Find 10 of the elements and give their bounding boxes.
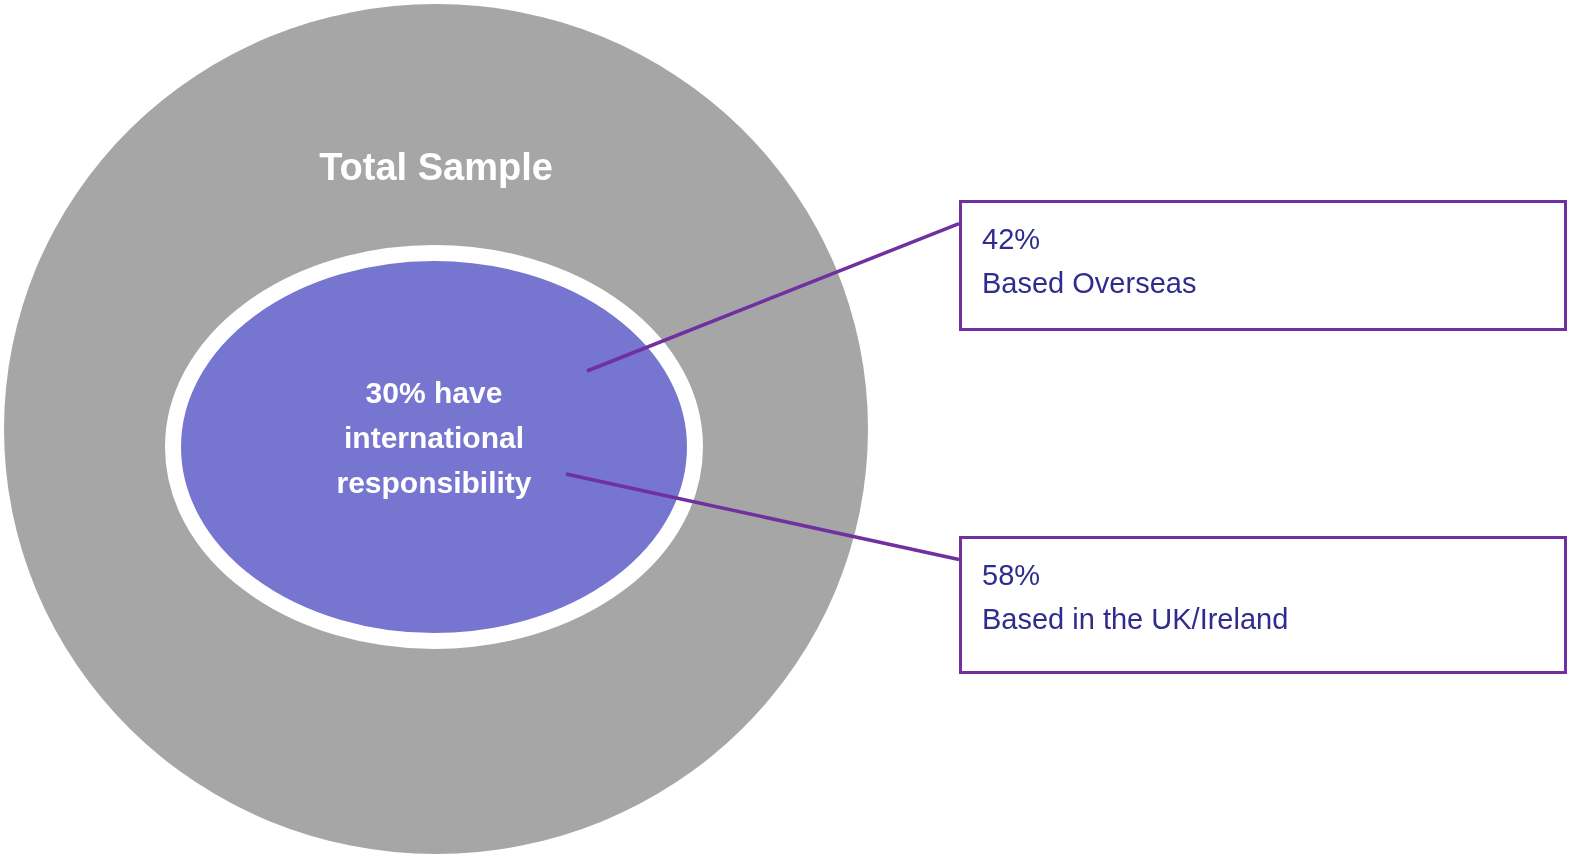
- callout-text: Based in the UK/Ireland: [982, 602, 1290, 637]
- percentage-value: 58%: [982, 558, 1042, 593]
- leader-line: [565, 472, 960, 562]
- leader-line: [586, 221, 960, 373]
- ellipse-label: 30% have international responsibility: [335, 375, 533, 501]
- percentage-value: 42%: [982, 222, 1042, 257]
- callout-box: [959, 200, 1567, 331]
- callout-text: Based Overseas: [982, 266, 1198, 301]
- callout-box: [959, 536, 1567, 674]
- group-label: Total Sample: [318, 145, 554, 190]
